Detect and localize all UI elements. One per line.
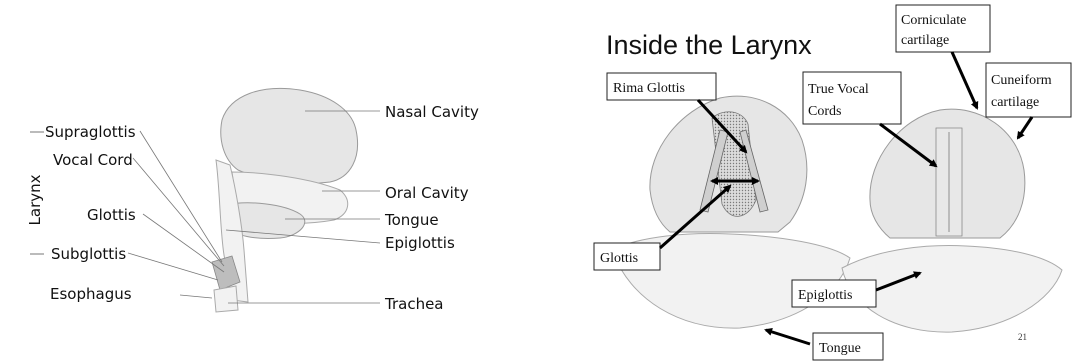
cuneiform-label-1: Cuneiform [991, 73, 1052, 88]
cuneiform-arrow [1018, 117, 1032, 138]
corniculate-arrow [952, 52, 977, 108]
tongue-label-right: Tongue [819, 341, 861, 356]
cuneiform-label-2: cartilage [991, 95, 1039, 110]
supraglottis-label: Supraglottis [45, 123, 136, 141]
head-profile-illustration [212, 88, 358, 312]
esophagus-label: Esophagus [50, 285, 132, 303]
true-vocal-cords-label-1: True Vocal [808, 82, 869, 97]
oral-cavity-label: Oral Cavity [385, 184, 469, 202]
nasal-cavity-label: Nasal Cavity [385, 103, 479, 121]
tongue-label-left: Tongue [384, 211, 439, 229]
nasal-cavity-shape [221, 88, 358, 183]
left-leader-lines [128, 131, 224, 298]
glottis-label-right: Glottis [600, 251, 638, 266]
epiglottis-label-left: Epiglottis [385, 234, 455, 252]
vocal-cord-label: Vocal Cord [53, 151, 133, 169]
trachea-label: Trachea [384, 295, 444, 313]
corniculate-label-1: Corniculate [901, 13, 966, 28]
epiglottis-label-right: Epiglottis [798, 288, 852, 303]
larynx-label: Larynx [26, 174, 44, 225]
glottis-label-left: Glottis [87, 206, 136, 224]
subglottis-label: Subglottis [51, 245, 126, 263]
tongue-arrow [766, 330, 810, 344]
inside-larynx-title: Inside the Larynx [606, 30, 812, 60]
page-number: 21 [1018, 332, 1027, 342]
corniculate-label-2: cartilage [901, 33, 949, 48]
true-vocal-cords-label-2: Cords [808, 104, 841, 119]
rima-glottis-label: Rima Glottis [613, 81, 685, 96]
trachea-shape [214, 286, 238, 312]
